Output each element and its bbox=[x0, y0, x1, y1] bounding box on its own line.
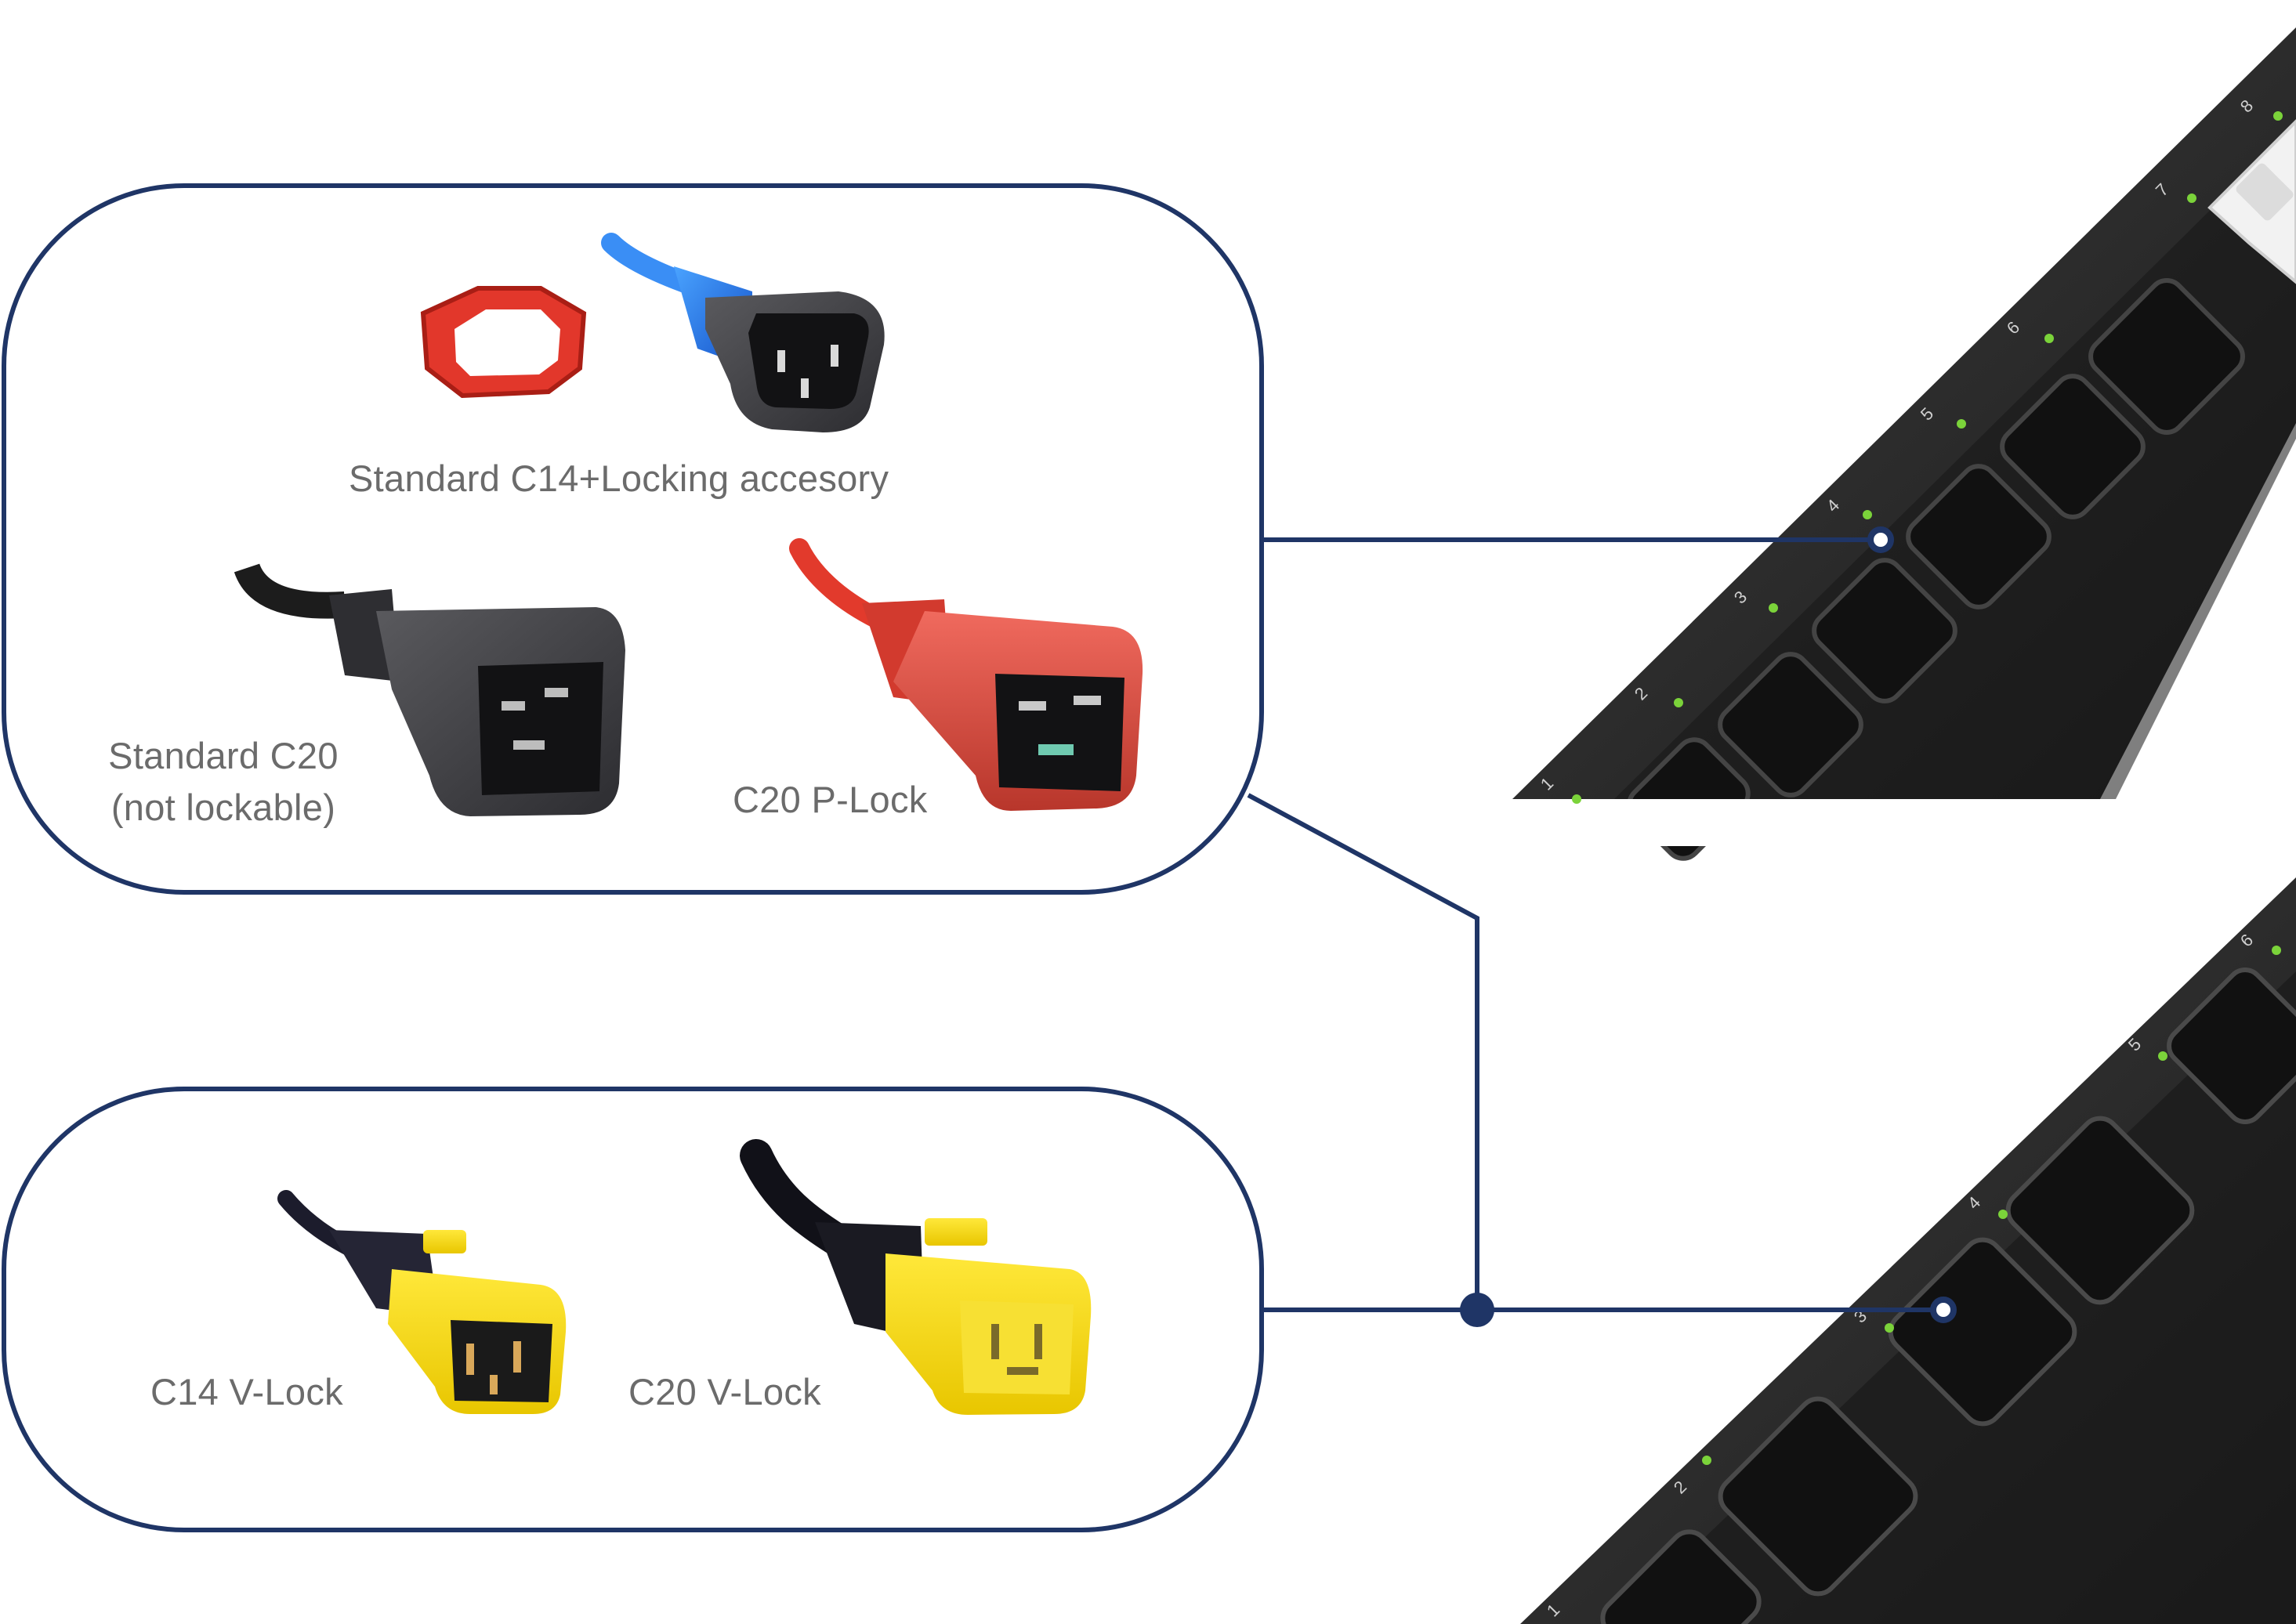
label-c20-standard: Standard C20 (not lockable) bbox=[94, 730, 353, 834]
locking-clip-icon bbox=[420, 286, 587, 399]
pdu-bottom-leds bbox=[1702, 946, 2281, 1465]
pdu-top-outlet-marker bbox=[1867, 526, 1894, 553]
label-c14-locking: Standard C14+Locking accesory bbox=[349, 458, 889, 499]
label-c20-vlock: C20 V-Lock bbox=[628, 1371, 821, 1412]
junction-dot bbox=[1460, 1293, 1494, 1327]
label-c14-vlock: C14 V-Lock bbox=[150, 1371, 343, 1412]
c14-vlock-plug-icon bbox=[277, 1190, 567, 1414]
pdu-bottom-icon: 1 2 3 4 5 6 bbox=[1520, 877, 2296, 1624]
pdu-top-leds bbox=[1572, 111, 2283, 804]
pdu-bottom-outlet-marker bbox=[1930, 1297, 1957, 1323]
c20-plock-plug-icon bbox=[789, 538, 1143, 811]
label-c20-standard-line2: (not lockable) bbox=[110, 787, 336, 828]
c20-vlock-plug-icon bbox=[740, 1139, 1092, 1415]
connector-lines bbox=[1247, 537, 1943, 1312]
label-c20-standard-line1: Standard C20 bbox=[108, 735, 339, 776]
pdu-top-icon: 1 2 3 4 5 6 7 8 bbox=[1512, 27, 2296, 861]
c14-plug-icon bbox=[601, 233, 885, 432]
c20-plug-icon bbox=[234, 562, 625, 816]
label-c20-plock: C20 P-Lock bbox=[733, 779, 928, 820]
pdu-bottom-outlets bbox=[1600, 968, 2296, 1624]
